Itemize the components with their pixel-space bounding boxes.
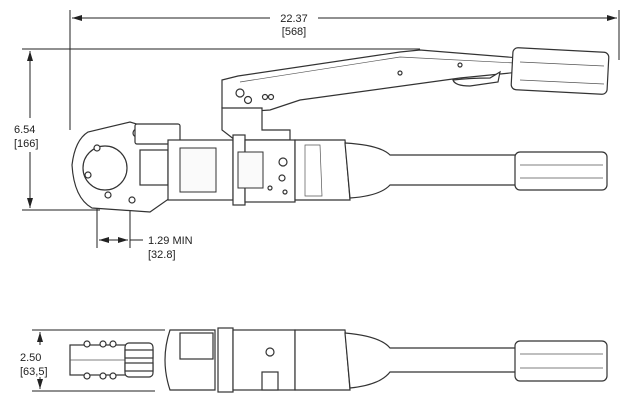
length-dimension: 22.37 [568]	[69, 10, 620, 130]
width-dimension: 2.50 [63,5]	[20, 329, 165, 392]
opening-dimension: 1.29 MIN [32.8]	[96, 200, 193, 261]
height-dimension: 6.54 [166]	[14, 48, 420, 211]
length-inches: 22.37	[280, 13, 308, 25]
width-mm: [63,5]	[20, 366, 48, 378]
tool-side-view	[71, 47, 610, 213]
opening-mm: [32.8]	[148, 249, 176, 261]
tool-top-view	[69, 327, 608, 393]
width-inches: 2.50	[20, 352, 41, 364]
opening-inches: 1.29 MIN	[148, 235, 193, 247]
height-inches: 6.54	[14, 124, 35, 136]
height-mm: [166]	[14, 138, 38, 150]
length-mm: [568]	[282, 26, 306, 38]
